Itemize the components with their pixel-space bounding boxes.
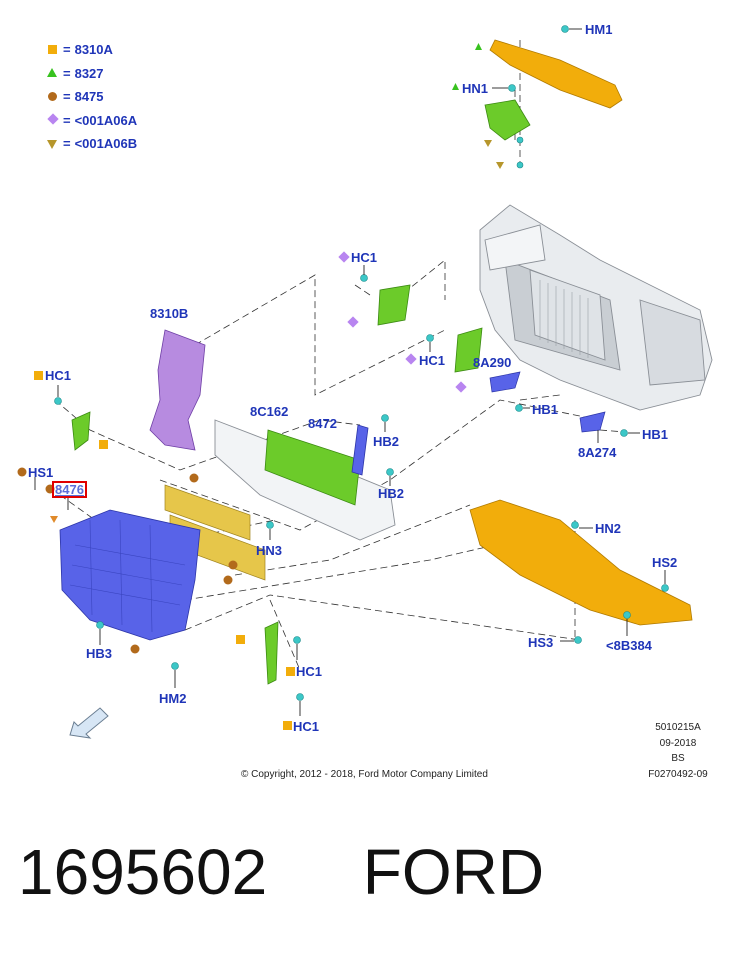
callout-8472[interactable]: 8472 [308, 416, 337, 431]
legend-equals: = [63, 42, 71, 58]
front-direction-arrow [69, 707, 109, 739]
legend-equals: = [63, 112, 71, 128]
copyright-notice: © Copyright, 2012 - 2018, Ford Motor Com… [241, 769, 488, 780]
lower-splash-shield [469, 499, 693, 626]
callout-hs3[interactable]: HS3 [528, 635, 554, 650]
legend-label: 8327 [74, 65, 104, 81]
legend-row-circle: = 8475 [46, 85, 137, 109]
callout-8c162[interactable]: 8C162 [250, 404, 289, 419]
callout-8b384[interactable]: <8B384 [606, 638, 652, 653]
callout-hc1-low1[interactable]: HC1 [296, 664, 323, 679]
part-caption: 1695602 FORD [18, 840, 544, 904]
callout-hc1-mid[interactable]: HC1 [419, 353, 446, 368]
callout-8476-highlighted[interactable]: 8476 [52, 481, 87, 498]
callout-hs1[interactable]: HS1 [28, 465, 54, 480]
radiator-core-lines [539, 280, 589, 358]
purple-deflector-8310b [149, 329, 206, 451]
upper-deflector-part [489, 39, 623, 109]
legend-label: 8475 [74, 89, 104, 105]
legend-row-triangle: = 8327 [46, 62, 137, 86]
callout-hm2[interactable]: HM2 [159, 691, 187, 706]
doc-date: 09-2018 [659, 737, 697, 749]
blue-bracket-8a274 [579, 411, 606, 433]
green-bracket-top [484, 99, 531, 141]
green-bracket-left [71, 411, 91, 451]
blue-bracket-8a290 [489, 371, 521, 393]
blue-shutter-housing [59, 509, 201, 641]
callout-hn2[interactable]: HN2 [595, 521, 622, 536]
callout-hb1-right[interactable]: HB1 [532, 402, 559, 417]
radiator-support [479, 204, 713, 411]
callout-hc1-low2[interactable]: HC1 [293, 719, 320, 734]
legend-label: <001A06A [74, 112, 138, 128]
legend-label: <001A06B [74, 136, 138, 152]
callout-hm1[interactable]: HM1 [585, 22, 613, 37]
legend-equals: = [63, 89, 71, 105]
legend-label: 8310A [74, 42, 113, 58]
fasteners [54, 25, 669, 701]
housing-ribs [69, 519, 186, 633]
green-panel-8c162 [264, 429, 361, 506]
callout-hn1[interactable]: HN1 [462, 81, 489, 96]
callout-hc1-upper[interactable]: HC1 [351, 250, 378, 265]
green-bracket-lower [264, 621, 279, 685]
callout-8a290[interactable]: 8A290 [473, 355, 512, 370]
document-info: 5010215A 09-2018 BS F0270492-09 [640, 722, 716, 784]
green-bracket-hc1 [377, 284, 411, 326]
callout-hb2-b[interactable]: HB2 [378, 486, 405, 501]
brand-name: FORD [362, 836, 545, 908]
legend-row-triangle-down: = <001A06B [46, 132, 137, 156]
callout-hc1-left[interactable]: HC1 [45, 368, 72, 383]
legend-row-diamond: = <001A06A [46, 109, 137, 133]
callout-hb2-a[interactable]: HB2 [373, 434, 400, 449]
callout-ticks [34, 28, 666, 716]
callout-hb3[interactable]: HB3 [86, 646, 113, 661]
doc-figure-number: F0270492-09 [648, 768, 708, 780]
triangle-up-icon [46, 66, 60, 80]
legend-equals: = [63, 65, 71, 81]
callout-8a274[interactable]: 8A274 [578, 445, 617, 460]
legend-row-square: = 8310A [46, 38, 137, 62]
exploded-view-drawing [17, 25, 713, 739]
legend-equals: = [63, 136, 71, 152]
callout-hs2[interactable]: HS2 [652, 555, 678, 570]
legend: = 8310A = 8327 = 8475 = <001A06A = <001A… [46, 38, 137, 156]
square-icon [46, 43, 60, 57]
callout-hb1-far[interactable]: HB1 [642, 427, 669, 442]
blue-bracket-8472 [351, 424, 369, 476]
doc-id: 5010215A [655, 722, 701, 733]
callout-8310b[interactable]: 8310B [150, 306, 189, 321]
green-bracket-8a290 [454, 327, 483, 373]
diamond-icon [46, 113, 60, 127]
parts-diagram: = 8310A = 8327 = 8475 = <001A06A = <001A… [17, 22, 716, 784]
part-number: 1695602 [18, 836, 268, 908]
callout-hn3[interactable]: HN3 [256, 543, 283, 558]
triangle-down-icon [46, 137, 60, 151]
doc-code: BS [671, 753, 685, 764]
circle-icon [46, 90, 60, 104]
